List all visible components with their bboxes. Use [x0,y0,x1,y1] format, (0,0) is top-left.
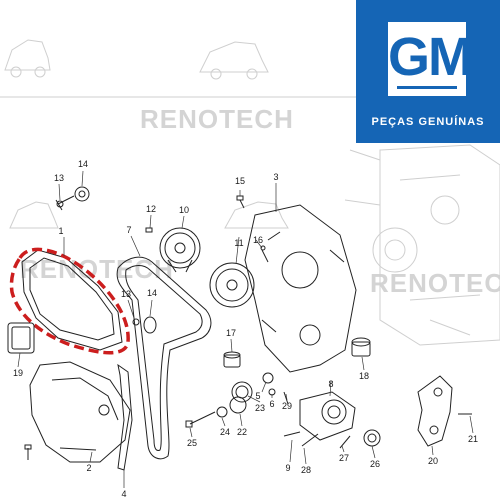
callout-25: 25 [187,438,197,448]
watermark-brand-text: RENOTECH [370,268,500,298]
logo-white-square [388,22,466,96]
leader-lines [17,170,474,488]
logo-letters: GM [388,27,473,87]
bolt-9 [283,431,301,437]
callout-14-upper: 14 [78,159,88,169]
callout-13-upper: 13 [54,173,64,183]
timing-belt [116,256,212,460]
callout-18: 18 [359,371,369,381]
callout-23: 23 [255,403,265,413]
key-12 [145,227,153,233]
engine-block-background [344,144,500,346]
rear-cover-strip [117,363,133,471]
callout-29: 29 [282,401,292,411]
callout-27: 27 [339,453,349,463]
bolt-lower-left [24,444,32,460]
callout-20: 20 [428,456,438,466]
callout-28: 28 [301,465,311,475]
callout-21: 21 [468,434,478,444]
bracket-20 [417,375,453,447]
rear-timing-plate [244,204,357,373]
callout-6: 6 [269,399,274,409]
bolt-27 [339,435,351,449]
camshaft-pulley-11 [209,262,255,308]
bolt-15 [236,195,245,209]
bolt-13-upper [55,195,75,211]
callout-15: 15 [235,176,245,186]
callout-4: 4 [121,489,126,499]
callout-5: 5 [255,391,260,401]
callout-9: 9 [285,463,290,473]
highlight-part-1 [9,247,130,355]
cover-gasket [7,322,35,354]
callout-17: 17 [226,328,236,338]
callout-19: 19 [13,368,23,378]
callout-3: 3 [273,172,278,182]
bolt-28 [301,433,319,447]
watermark-car-icon [4,39,51,78]
crank-pulley-22 [229,396,247,414]
tensioner-assembly-8 [299,391,356,441]
watermark-car-icon [199,41,269,80]
idler-18 [351,337,371,357]
callout-10: 10 [179,205,189,215]
bolt-13-lower [132,318,140,326]
stud-16 [260,245,269,263]
callout-22: 22 [237,427,247,437]
bolt-29 [283,391,289,405]
idler-26 [363,429,381,447]
callout-11: 11 [234,238,243,248]
callout-7: 7 [126,225,131,235]
callout-14-lower: 14 [147,288,157,298]
callout-26: 26 [370,459,380,469]
watermark-brand-text: RENOTECH [140,104,294,134]
callout-16: 16 [253,235,263,245]
watermark-car-icon [9,201,59,229]
callout-labels: 1 2 3 4 5 6 7 8 9 10 11 12 13 13 14 14 1… [13,159,478,499]
gm-genuine-parts-logo: GM PEÇAS GENUÍNAS [356,0,500,143]
bolt-25 [185,411,216,428]
camshaft-pulley-10 [159,227,201,273]
callout-13-lower: 13 [121,289,131,299]
tensioner-17 [223,351,241,368]
callout-24: 24 [220,427,230,437]
washer-14-upper [74,186,90,202]
washer-24 [216,406,228,418]
lower-timing-cover [29,361,131,463]
callout-12: 12 [146,204,156,214]
logo-underline [397,86,457,89]
crank-sprocket-23 [231,381,253,403]
callout-1: 1 [58,226,63,236]
logo-tagline: PEÇAS GENUÍNAS [371,116,485,128]
callout-2: 2 [86,463,91,473]
callout-8: 8 [328,379,333,389]
washer-5 [262,372,274,384]
washer-14-lower [143,316,157,334]
upper-timing-cover [21,249,123,351]
